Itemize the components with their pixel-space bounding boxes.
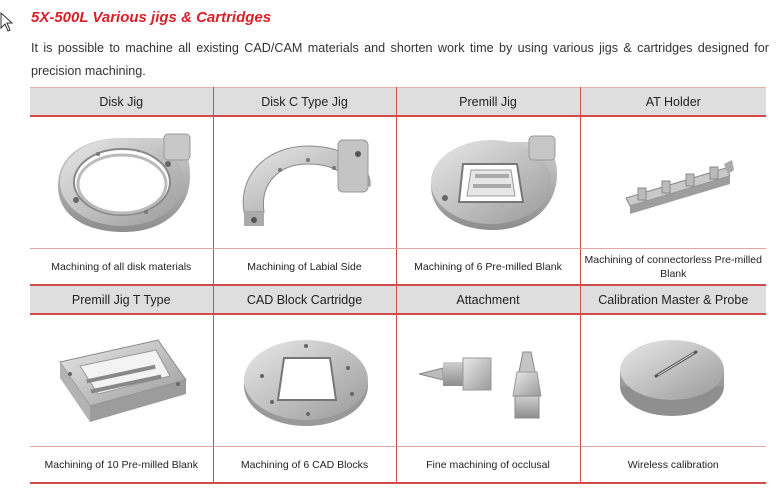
calibration-master-probe-image xyxy=(620,339,725,416)
product-caption: Machining of connectorless Pre-milled Bl… xyxy=(579,248,766,286)
premill-jig-image xyxy=(431,135,557,230)
product-name: AT Holder xyxy=(579,87,766,117)
product-name: Calibration Master & Probe xyxy=(579,285,766,315)
mouse-cursor-icon xyxy=(0,12,14,32)
product-caption: Machining of 6 Pre-milled Blank xyxy=(395,248,581,286)
jigs-table: Disk Jig Disk C Type Jig Premill Jig AT … xyxy=(30,87,766,484)
disk-c-type-jig-image xyxy=(242,139,371,226)
product-caption: Wireless calibration xyxy=(579,446,766,484)
product-name: CAD Block Cartridge xyxy=(212,285,397,315)
product-name: Attachment xyxy=(395,285,581,315)
table-header-row: Disk Jig Disk C Type Jig Premill Jig AT … xyxy=(30,87,766,117)
product-name: Disk C Type Jig xyxy=(212,87,397,117)
disk-jig-image xyxy=(58,133,191,232)
intro-paragraph: It is possible to machine all existing C… xyxy=(31,41,769,78)
at-holder-image xyxy=(625,159,735,214)
attachment-image xyxy=(418,351,542,418)
product-name: Premill Jig T Type xyxy=(30,285,214,315)
product-caption: Machining of 6 CAD Blocks xyxy=(212,446,397,484)
table-image-row xyxy=(30,116,766,249)
table-caption-row: Machining of 10 Pre-milled Blank Machini… xyxy=(30,446,766,484)
premill-jig-t-type-image xyxy=(59,338,188,422)
cad-block-cartridge-image xyxy=(243,339,368,426)
product-name: Disk Jig xyxy=(30,87,214,117)
product-caption: Fine machining of occlusal xyxy=(395,446,581,484)
product-name: Premill Jig xyxy=(395,87,581,117)
page-title: 5X-500L Various jigs & Cartridges xyxy=(31,9,272,26)
product-caption: Machining of all disk materials xyxy=(30,248,214,286)
product-caption: Machining of 10 Pre-milled Blank xyxy=(30,446,214,484)
table-caption-row: Machining of all disk materials Machinin… xyxy=(30,248,766,286)
product-caption: Machining of Labial Side xyxy=(212,248,397,286)
table-image-row xyxy=(30,314,766,447)
table-header-row: Premill Jig T Type CAD Block Cartridge A… xyxy=(30,285,766,315)
